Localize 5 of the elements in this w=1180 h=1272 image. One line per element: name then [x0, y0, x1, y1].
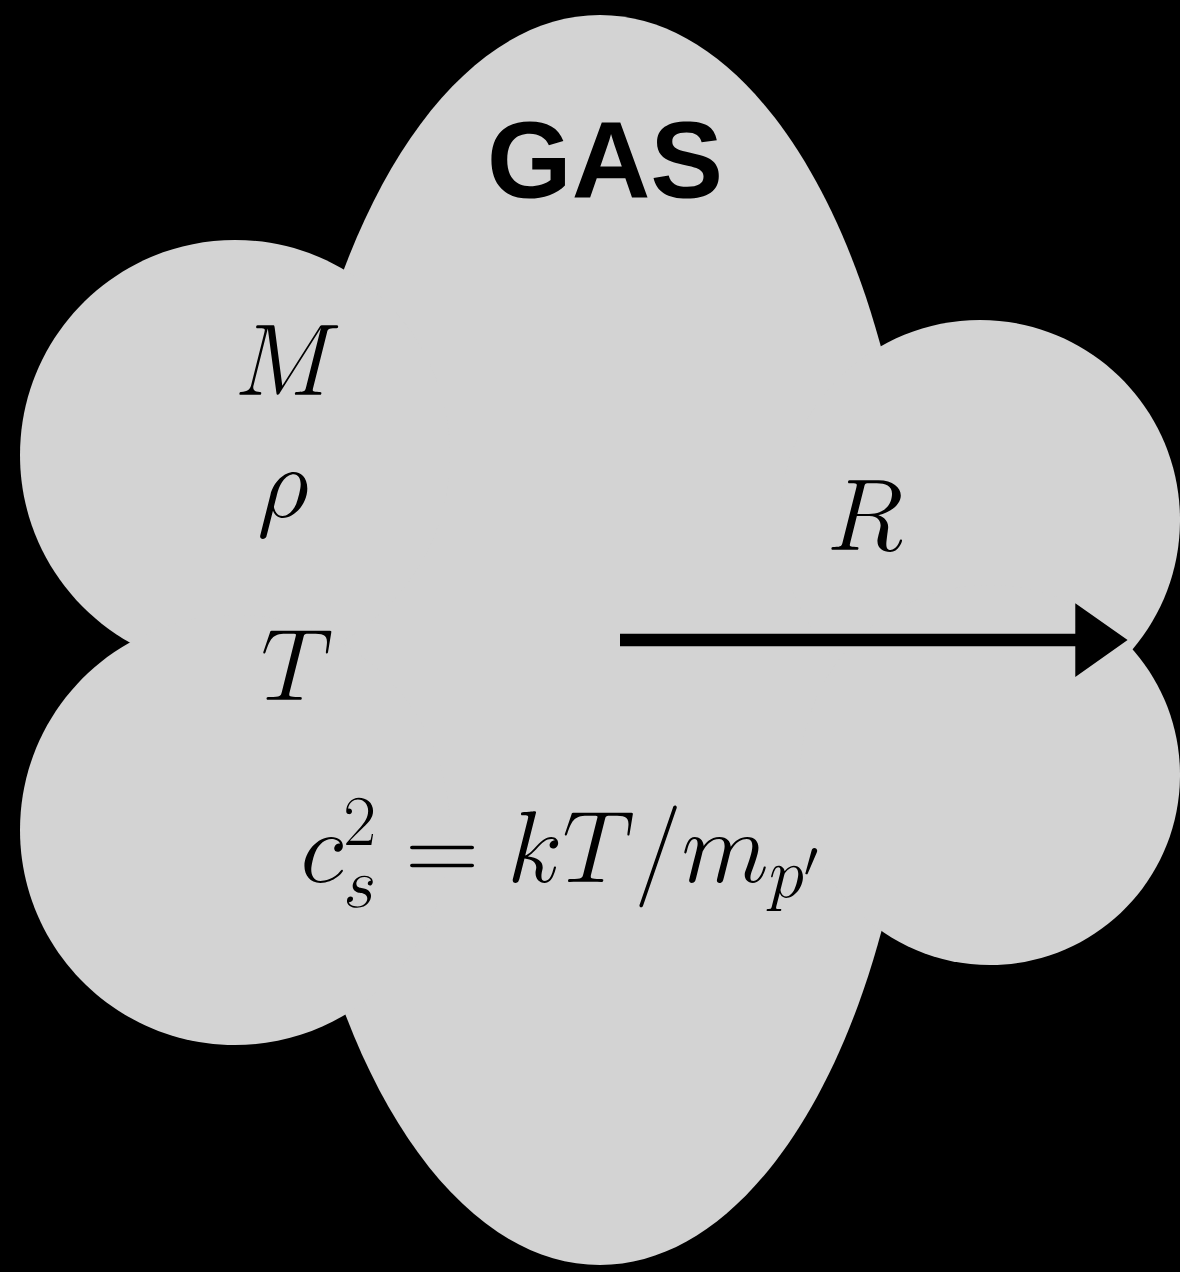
symbol: $T$	[263, 630, 332, 700]
symbol: $R$	[831, 480, 903, 552]
symbol: $\rho$	[260, 472, 308, 539]
symbol: $M$	[239, 325, 339, 395]
formula: $c_s^2 = kT/m_{p'}$	[304, 797, 818, 912]
